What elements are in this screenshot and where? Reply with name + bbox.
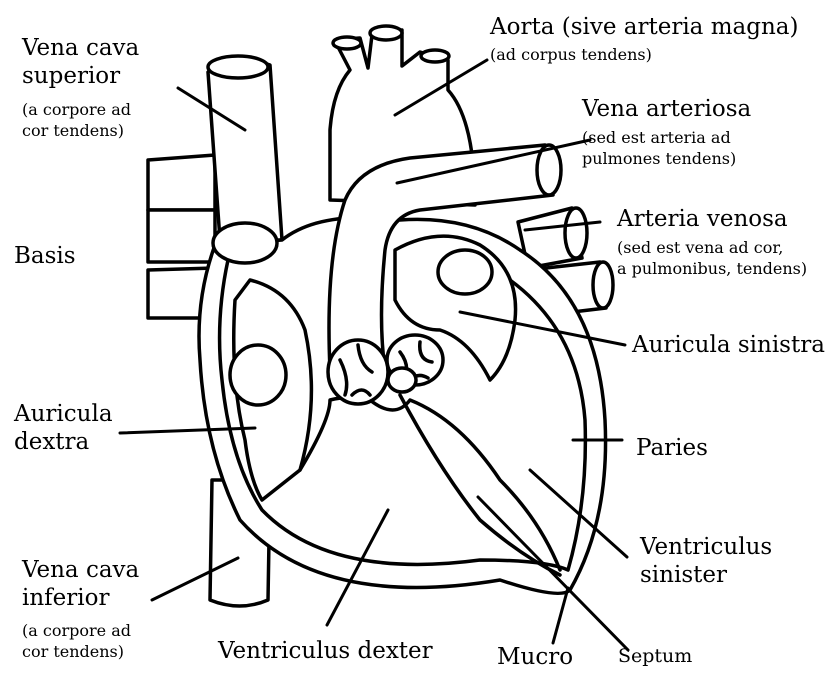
superior-cava-lower-opening	[213, 223, 277, 263]
label-ventriculus-dexter: Ventriculus dexter	[218, 637, 433, 665]
label-vena-cava-superior-note2: cor tendens)	[22, 120, 131, 141]
label-vena-arteriosa-note2: pulmones tendens)	[582, 148, 736, 169]
left-atrium-opening	[438, 250, 492, 294]
label-ventriculus-sinister-line1: Ventriculus	[640, 533, 772, 561]
label-vena-cava-inferior-note: (a corpore ad cor tendens)	[22, 620, 131, 662]
vena-cava-superior-shape	[208, 61, 282, 240]
label-vena-cava-superior-note: (a corpore ad cor tendens)	[22, 99, 131, 141]
label-paries: Paries	[636, 434, 708, 462]
label-vena-cava-superior-note1: (a corpore ad	[22, 99, 131, 120]
label-auricula-dextra-line1: Auricula	[14, 400, 113, 428]
label-vena-cava-inferior-note2: cor tendens)	[22, 641, 131, 662]
label-vena-cava-inferior-line1: Vena cava	[22, 556, 139, 584]
label-aorta: Aorta (sive arteria magna)	[490, 13, 798, 41]
label-arteria-venosa-note1: (sed est vena ad cor,	[617, 237, 807, 258]
label-arteria-venosa: Arteria venosa	[617, 205, 788, 233]
label-auricula-sinistra: Auricula sinistra	[632, 331, 825, 359]
label-vena-cava-inferior-line2: inferior	[22, 584, 139, 612]
label-septum: Septum	[618, 646, 692, 667]
label-ventriculus-sinister: Ventriculus sinister	[640, 533, 772, 589]
label-vena-cava-inferior-note1: (a corpore ad	[22, 620, 131, 641]
label-ventriculus-sinister-line2: sinister	[640, 561, 772, 589]
label-vena-cava-superior-line2: superior	[22, 62, 139, 90]
label-arteria-venosa-note2: a pulmonibus, tendens)	[617, 258, 807, 279]
label-vena-cava-superior-line1: Vena cava	[22, 34, 139, 62]
label-auricula-dextra: Auricula dextra	[14, 400, 113, 456]
label-vena-cava-superior: Vena cava superior	[22, 34, 139, 90]
label-basis: Basis	[14, 242, 76, 270]
label-vena-arteriosa-note1: (sed est arteria ad	[582, 127, 736, 148]
label-vena-arteriosa: Vena arteriosa	[582, 95, 751, 123]
label-mucro: Mucro	[497, 643, 573, 671]
label-auricula-dextra-line2: dextra	[14, 428, 113, 456]
label-vena-arteriosa-note: (sed est arteria ad pulmones tendens)	[582, 127, 736, 169]
label-arteria-venosa-note: (sed est vena ad cor, a pulmonibus, tend…	[617, 237, 807, 279]
label-vena-cava-inferior: Vena cava inferior	[22, 556, 139, 612]
label-aorta-note: (ad corpus tendens)	[490, 44, 652, 65]
right-atrium-opening	[230, 345, 286, 405]
vena-cava-superior-opening	[208, 56, 268, 78]
